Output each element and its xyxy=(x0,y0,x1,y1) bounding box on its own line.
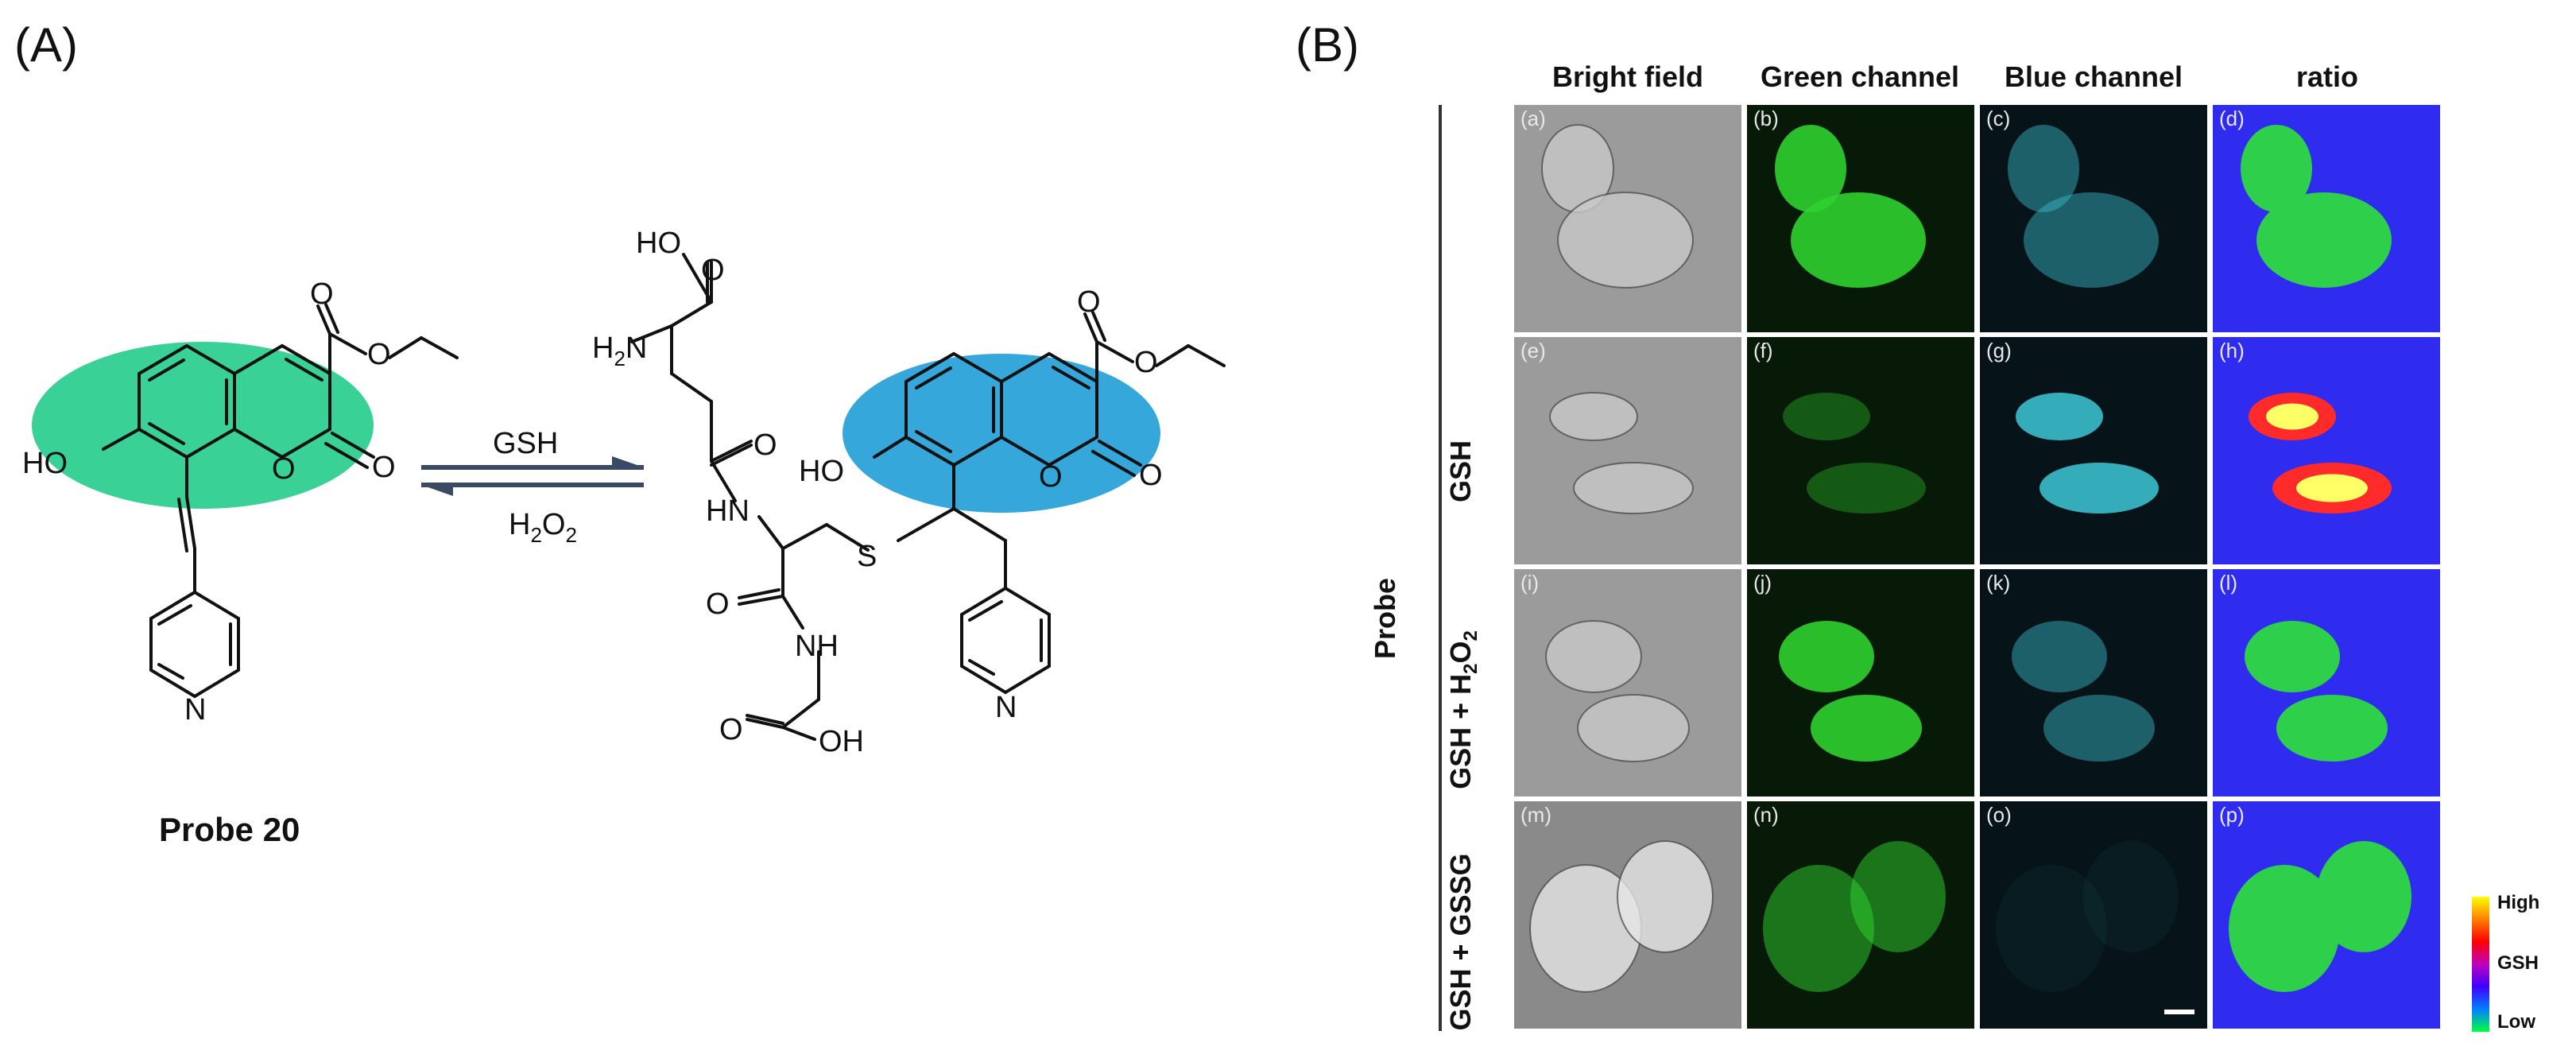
atom-n-left: N xyxy=(184,693,206,727)
atom-oh-gly: OH xyxy=(819,725,864,758)
panel-tag: (l) xyxy=(2219,571,2238,595)
micrograph-bright-2: (e) xyxy=(1514,337,1741,564)
micrograph-green-3: (j) xyxy=(1747,569,1974,796)
micrograph-blue-2: (g) xyxy=(1980,337,2207,564)
panel-b-label: (B) xyxy=(1296,18,1359,72)
micrograph-blue-1: (c) xyxy=(1980,105,2207,332)
micrograph-blue-3: (k) xyxy=(1980,569,2207,796)
panel-a-label: (A) xyxy=(14,18,78,72)
ratio-colorbar xyxy=(2472,897,2489,1032)
colorbar-low: Low xyxy=(2497,1011,2535,1033)
colorbar-high: High xyxy=(2497,892,2540,913)
panel-tag: (h) xyxy=(2219,339,2245,362)
micrograph-green-1: (b) xyxy=(1747,105,1974,332)
row-label-gsh: GSH xyxy=(1444,440,1477,503)
atom-o-amide2: O xyxy=(706,587,730,621)
panel-tag: (a) xyxy=(1520,107,1546,130)
probe-20-structure xyxy=(102,303,459,699)
micrograph-ratio-2: (h) xyxy=(2213,337,2440,564)
product-structure xyxy=(630,253,1226,741)
atom-o-ring-left: O xyxy=(272,452,296,486)
atom-o-carbonyl-left: O xyxy=(372,451,396,484)
atom-hn: HN xyxy=(706,494,750,528)
row-group-divider xyxy=(1439,105,1442,1031)
probe-name: Probe 20 xyxy=(159,811,300,848)
atom-o-ester-left: O xyxy=(367,338,391,371)
row-label-gsh-gssg: GSH + GSSG xyxy=(1444,853,1477,1031)
col-header-green-channel: Green channel xyxy=(1760,60,1960,93)
atom-o-ester-right: O xyxy=(1134,346,1158,379)
panel-tag: (n) xyxy=(1753,803,1779,827)
panel-tag: (o) xyxy=(1986,803,2012,827)
atom-o-glu: O xyxy=(701,254,725,287)
atom-o-ester-top-left: O xyxy=(310,277,334,311)
micrograph-ratio-1: (d) xyxy=(2213,105,2440,332)
col-header-bright-field: Bright field xyxy=(1552,60,1703,93)
equilibrium-arrows xyxy=(421,456,644,496)
atom-ho-glu: HO xyxy=(636,227,681,260)
forward-reagent: GSH xyxy=(493,427,558,460)
panel-tag: (d) xyxy=(2219,107,2245,130)
micrograph-ratio-3: (l) xyxy=(2213,569,2440,796)
panel-tag: (b) xyxy=(1753,107,1779,130)
atom-ho-left: HO xyxy=(22,447,68,480)
col-header-ratio: ratio xyxy=(2295,60,2358,93)
micrograph-green-2: (f) xyxy=(1747,337,1974,564)
col-header-blue-channel: Blue channel xyxy=(2004,60,2183,93)
micrograph-bright-1: (a) xyxy=(1514,105,1741,332)
panel-tag: (k) xyxy=(1986,571,2011,595)
atom-h2n: H2N xyxy=(592,331,647,370)
micrograph-green-4: (n) xyxy=(1747,801,1974,1029)
atom-s: S xyxy=(857,540,877,573)
micrograph-bright-3: (i) xyxy=(1514,569,1741,796)
micrograph-ratio-4: (p) xyxy=(2213,801,2440,1029)
panel-tag: (f) xyxy=(1753,339,1773,362)
reverse-reagent: H2O2 xyxy=(509,508,577,547)
scale-bar xyxy=(2164,1010,2194,1014)
micrograph-bright-4: (m) xyxy=(1514,801,1741,1029)
micrograph-blue-4: (o) xyxy=(1980,801,2207,1029)
panel-tag: (g) xyxy=(1986,339,2012,362)
atom-o-ring-right: O xyxy=(1039,460,1063,494)
probe-label: Probe xyxy=(1369,577,1401,660)
atom-o-gly: O xyxy=(719,713,743,746)
green-highlight xyxy=(32,342,374,509)
atom-o-amide1: O xyxy=(753,428,777,462)
panel-tag: (e) xyxy=(1520,339,1546,362)
panel-tag: (i) xyxy=(1520,571,1540,595)
panel-tag: (m) xyxy=(1520,803,1551,827)
atom-o-ester-top-right: O xyxy=(1077,285,1101,319)
row-label-gsh-h2o2: GSH + H2O2 xyxy=(1444,630,1482,789)
atom-o-carbonyl-right: O xyxy=(1139,459,1163,492)
atom-nh: NH xyxy=(795,630,839,663)
panel-tag: (j) xyxy=(1753,571,1772,595)
atom-ho-right: HO xyxy=(799,455,844,488)
panel-tag: (c) xyxy=(1986,107,2011,130)
reaction-scheme: HO O O O O N GSH H2O2 xyxy=(22,227,1226,848)
colorbar-mid: GSH xyxy=(2497,952,2539,974)
atom-n-right: N xyxy=(995,691,1017,724)
panel-tag: (p) xyxy=(2219,803,2245,827)
